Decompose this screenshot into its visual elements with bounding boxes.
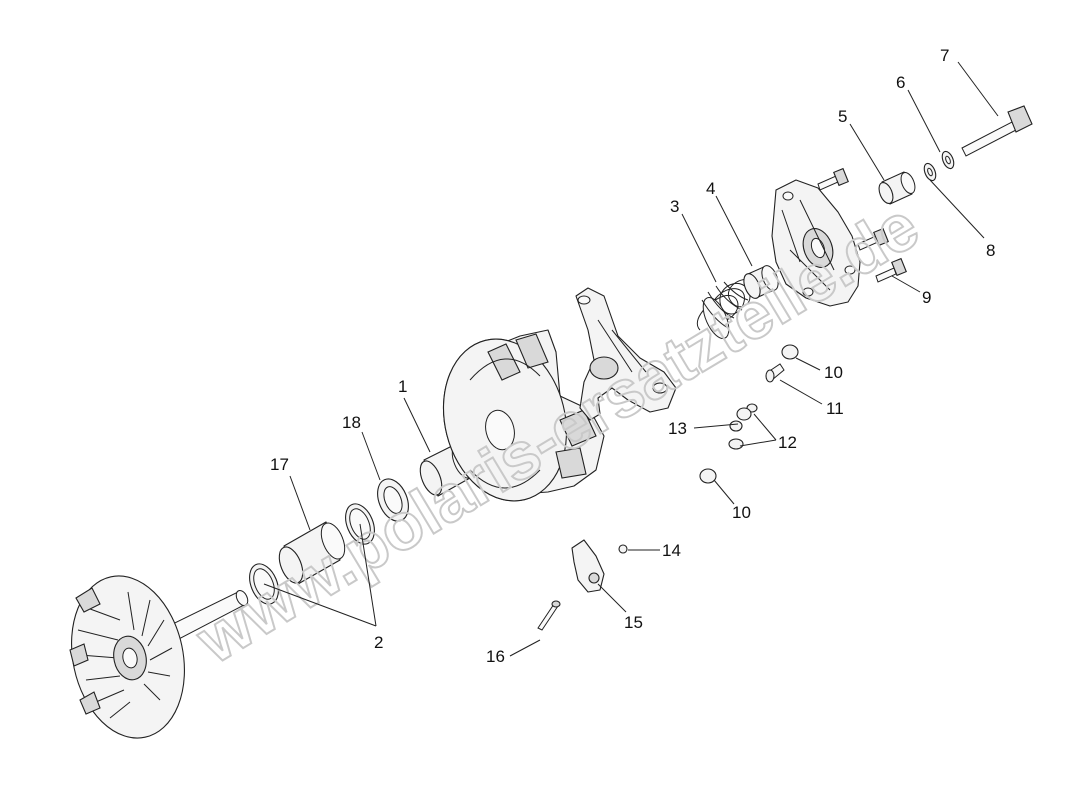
- washer-part: [377, 478, 409, 522]
- callout-17: 17: [270, 455, 289, 474]
- leader-lines: [263, 61, 999, 657]
- callout-13: 13: [668, 419, 687, 438]
- callout-labels: 1 2 3 4 5 6 7 8 9 10 10 11 12 13 14 15 1…: [270, 46, 995, 666]
- fixed-sheave-assembly: [69, 575, 249, 739]
- movable-sheave: [442, 329, 605, 502]
- spacer-part: [878, 171, 916, 205]
- callout-3: 3: [670, 197, 679, 216]
- callout-14: 14: [662, 541, 681, 560]
- long-bolt-part: [961, 105, 1033, 157]
- callout-9: 9: [922, 288, 931, 307]
- callout-2: 2: [374, 633, 383, 652]
- retainer-ring-part: [743, 265, 779, 299]
- spider-part: [575, 287, 677, 421]
- callout-18: 18: [342, 413, 361, 432]
- callout-6: 6: [896, 73, 905, 92]
- callout-7: 7: [940, 46, 949, 65]
- roller-pin-parts: [699, 344, 799, 484]
- callout-15: 15: [624, 613, 643, 632]
- cover-bolt-parts: [817, 167, 907, 283]
- spring-part: [697, 278, 757, 340]
- cam-weight-parts: [537, 539, 628, 631]
- callout-1: 1: [398, 377, 407, 396]
- bushing-part: [278, 521, 346, 585]
- callout-4: 4: [706, 179, 715, 198]
- callout-5: 5: [838, 107, 847, 126]
- callout-8: 8: [986, 241, 995, 260]
- callout-12: 12: [778, 433, 797, 452]
- callout-11: 11: [826, 399, 844, 418]
- washer-pair-parts: [923, 150, 955, 182]
- callout-10-upper: 10: [824, 363, 843, 382]
- callout-16: 16: [486, 647, 505, 666]
- callout-10-lower: 10: [732, 503, 751, 522]
- cover-part: [771, 179, 861, 307]
